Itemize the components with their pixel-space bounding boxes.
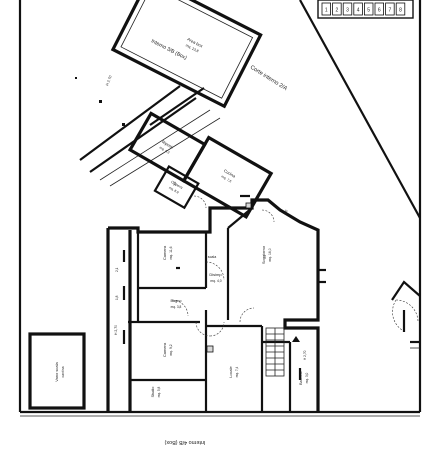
- legend-cell-label: 8: [399, 8, 402, 14]
- hall-name: Disimp.: [209, 272, 222, 277]
- legend-cell-label: 2: [336, 8, 339, 14]
- studio-name: Studio: [151, 387, 155, 398]
- side-room-sub: mq. 7,4: [235, 366, 239, 377]
- studio-sub: mq. 5,8: [157, 386, 161, 397]
- street-label: Corte interno 2/A: [249, 65, 288, 93]
- legend-cell: [332, 2, 342, 16]
- legend-cell-label: 4: [357, 8, 360, 14]
- side-room-name: Locale: [229, 366, 233, 377]
- balcony-name: Balcone: [299, 371, 303, 385]
- left-note-a: H 2,70: [105, 75, 112, 86]
- right-wing: [391, 280, 421, 349]
- bath-sub: mq. 3,8: [171, 305, 182, 309]
- dim-c: 1,8: [115, 295, 119, 300]
- living-name: Soggiorno: [261, 245, 266, 264]
- room-c-sub: mq. 8,9: [168, 186, 179, 195]
- survey-dots: H 2,70: [75, 75, 125, 126]
- fixtures: [122, 194, 326, 380]
- bath-name: Bagno: [171, 299, 182, 303]
- legend-cell: [321, 2, 332, 16]
- door-swings: [171, 195, 419, 337]
- ramp-lines: [79, 85, 221, 187]
- left-note-b: H 2,70: [114, 325, 118, 335]
- apartment-walls: [106, 198, 320, 412]
- stair-note: scala: [208, 255, 216, 259]
- legend-cell: [353, 2, 363, 16]
- top-box-block: Interno 3/B (Box) Area box mq. 13,8: [110, 0, 263, 109]
- legend-cell-label: 3: [346, 8, 349, 14]
- legend-cell-label: 5: [367, 8, 370, 14]
- legend-cell: [374, 2, 385, 16]
- room-labels: Disimp. mq. 4,0 Soggiorno mq. 16,0 Bagno…: [114, 181, 309, 397]
- plan-title: Interno 4/B (Box): [164, 439, 205, 445]
- hall-sub: mq. 4,0: [210, 279, 221, 283]
- bottom-left-label: Vano scala: [54, 361, 59, 381]
- note-left: cantina: [61, 366, 65, 377]
- bedroom3-sub: mq. 9,2: [169, 344, 173, 355]
- top-area-label: Interno 3/B (Box): [150, 38, 188, 61]
- room-a-sub: mq. 4,2: [159, 146, 171, 155]
- room-c-name: Camera: [170, 180, 183, 190]
- property-boundary: [18, 0, 422, 414]
- living-sub: mq. 16,0: [268, 248, 272, 261]
- legend-cell: [363, 2, 374, 16]
- bedroom3-name: Camera: [162, 342, 167, 357]
- bedroom2-sub: mq. 11,6: [169, 246, 173, 259]
- note-right: H 2,70: [303, 350, 307, 360]
- box-area-sub: mq. 13,8: [185, 43, 199, 53]
- dim-a: 3,0: [283, 209, 288, 215]
- upper-rooms: Ripost. mq. 4,2 Cucina mq. 7,6 Camera mq…: [127, 111, 274, 220]
- legend-cell-label: 7: [389, 8, 392, 14]
- balcony-sub: mq. 3,0: [305, 372, 309, 383]
- room-b-name: Cucina: [223, 168, 237, 179]
- bedroom2-name: Camera: [162, 245, 167, 260]
- legend-table: 1 2 3 4 5 6 7 8: [317, 0, 414, 19]
- legend-cell: [342, 2, 353, 16]
- legend-cell-label: 1: [325, 8, 328, 14]
- dim-b: 2,1: [115, 267, 119, 272]
- legend-cell-label: 6: [378, 8, 381, 14]
- staircase: [265, 327, 300, 377]
- dim-d: 2,2: [173, 181, 177, 186]
- bottom-left-box: Vano scala cantina: [28, 332, 86, 410]
- room-a-name: Ripost.: [161, 139, 174, 150]
- legend-cell: [395, 2, 406, 16]
- legend-cell: [385, 2, 395, 16]
- room-b-sub: mq. 7,6: [221, 174, 233, 183]
